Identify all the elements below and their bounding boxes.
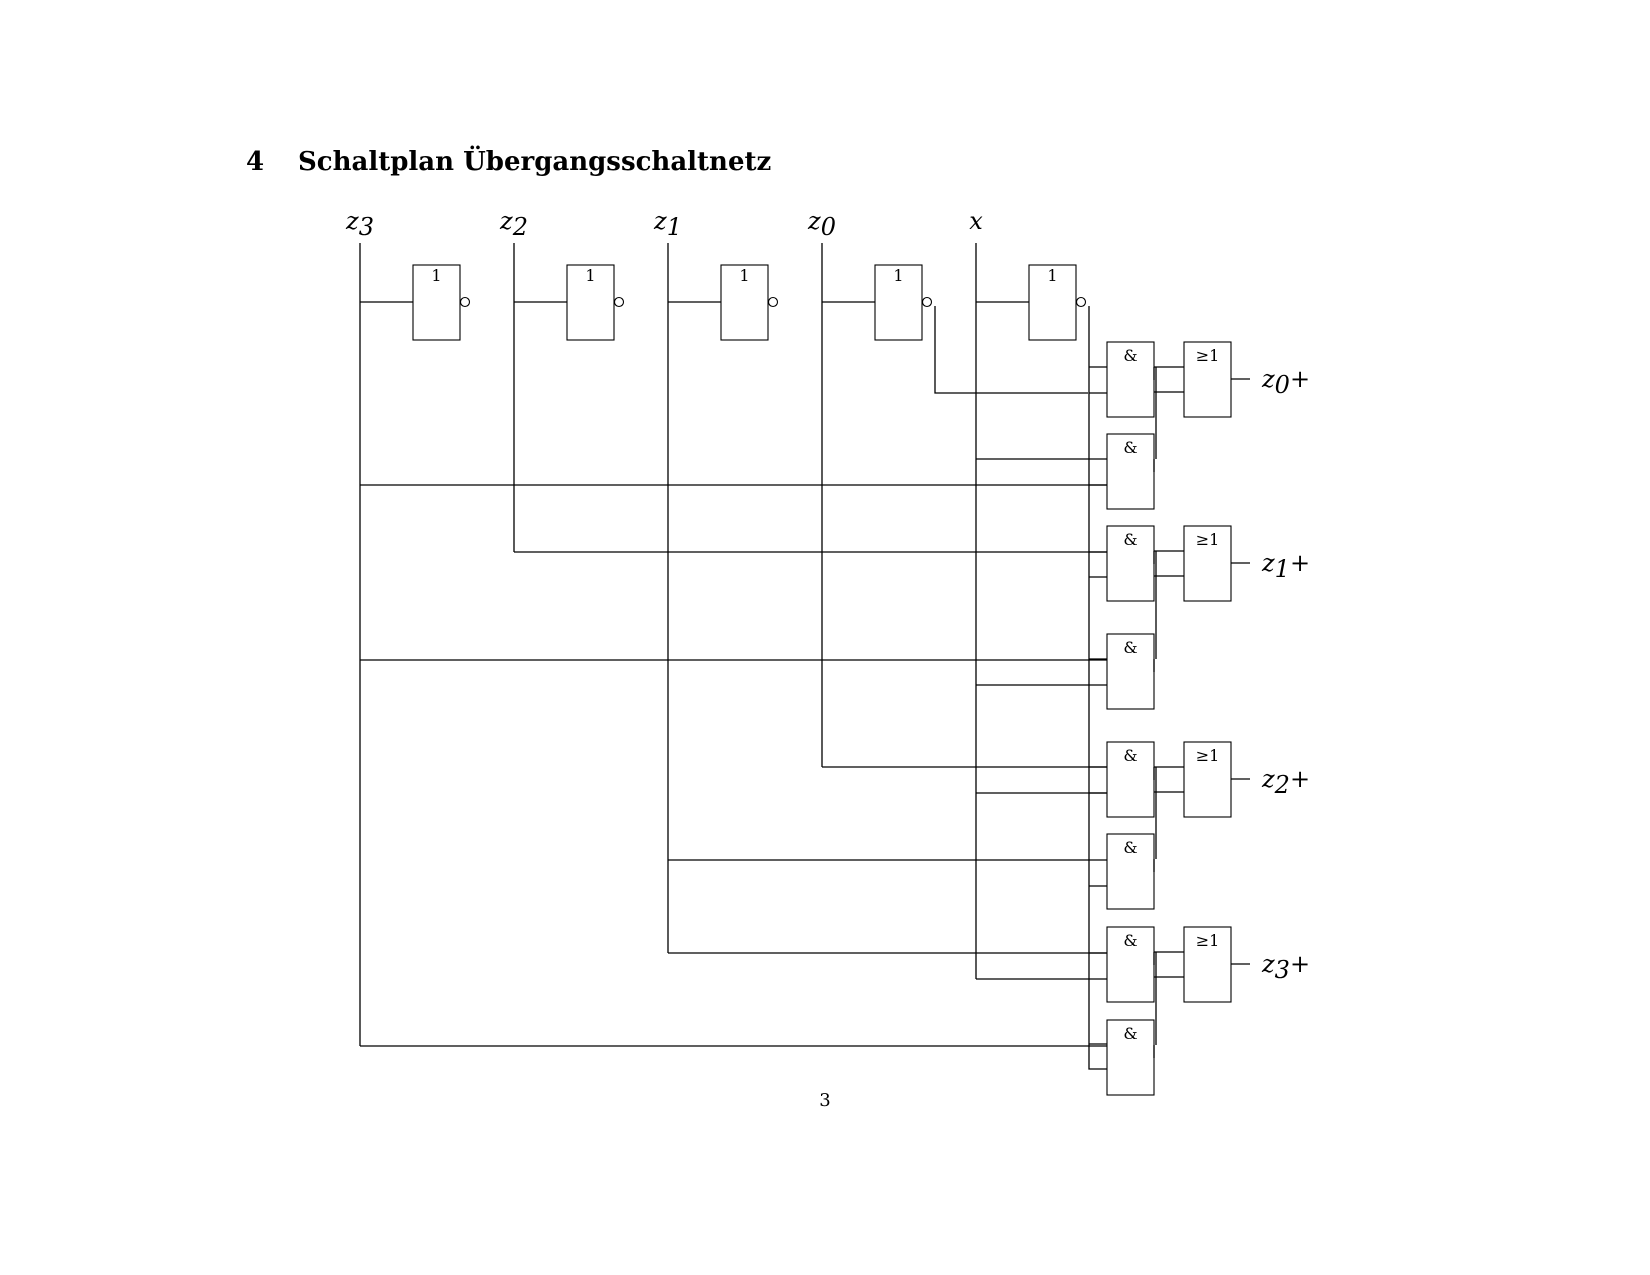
or-gate-label: ≥1 bbox=[1196, 346, 1220, 365]
input-label-z2: z2 bbox=[499, 207, 528, 241]
or-gate-3 bbox=[1183, 741, 1232, 818]
and-gate-label: & bbox=[1123, 530, 1137, 549]
inverter-bubble bbox=[921, 296, 933, 308]
section-number: 4 bbox=[246, 147, 265, 177]
or-gate-4 bbox=[1183, 926, 1232, 1003]
and-gate-label: & bbox=[1123, 438, 1137, 457]
and-gate-7 bbox=[1106, 926, 1155, 1003]
not-z0-wire bbox=[934, 306, 1088, 394]
and-gate-4 bbox=[1106, 633, 1155, 710]
and-gate-label: & bbox=[1123, 746, 1137, 765]
or-gate-label: ≥1 bbox=[1196, 746, 1220, 765]
page-number: 3 bbox=[819, 1090, 831, 1111]
not-gate-x bbox=[1028, 264, 1077, 341]
and-gate-label: & bbox=[1123, 638, 1137, 657]
not-gate-label: 1 bbox=[585, 266, 595, 285]
and-gate-5 bbox=[1106, 741, 1155, 818]
or-gate-1 bbox=[1183, 341, 1232, 418]
and-gate-label: & bbox=[1123, 838, 1137, 857]
output-label-z2+: z2+ bbox=[1261, 765, 1310, 799]
not-gate-z3 bbox=[412, 264, 461, 341]
not-gate-label: 1 bbox=[739, 266, 749, 285]
and-gate-8 bbox=[1106, 1019, 1155, 1096]
or-gate-label: ≥1 bbox=[1196, 931, 1220, 950]
input-label-x: x bbox=[969, 207, 983, 235]
output-label-z3+: z3+ bbox=[1261, 950, 1310, 984]
not-gate-label: 1 bbox=[431, 266, 441, 285]
or-gate-2 bbox=[1183, 525, 1232, 602]
not-gate-label: 1 bbox=[893, 266, 903, 285]
and-gate-label: & bbox=[1123, 931, 1137, 950]
input-label-z1: z1 bbox=[653, 207, 682, 241]
or-gate-label: ≥1 bbox=[1196, 530, 1220, 549]
inverter-bubble bbox=[459, 296, 471, 308]
input-label-z0: z0 bbox=[807, 207, 836, 241]
inverter-bubble bbox=[613, 296, 625, 308]
output-label-z0+: z0+ bbox=[1261, 365, 1310, 399]
section-heading: 4 Schaltplan Übergangsschaltnetz bbox=[246, 147, 771, 177]
not-gate-z1 bbox=[720, 264, 769, 341]
and-gate-2 bbox=[1106, 433, 1155, 510]
not-gate-label: 1 bbox=[1047, 266, 1057, 285]
section-title: Schaltplan Übergangsschaltnetz bbox=[298, 147, 772, 177]
inverter-bubble bbox=[767, 296, 779, 308]
and-gate-3 bbox=[1106, 525, 1155, 602]
and-gate-label: & bbox=[1123, 1024, 1137, 1043]
inverter-bubble bbox=[1075, 296, 1087, 308]
not-x-bus bbox=[1088, 306, 1107, 1070]
output-label-z1+: z1+ bbox=[1261, 549, 1310, 583]
input-label-z3: z3 bbox=[345, 207, 374, 241]
and-gate-label: & bbox=[1123, 346, 1137, 365]
and-gate-6 bbox=[1106, 833, 1155, 910]
